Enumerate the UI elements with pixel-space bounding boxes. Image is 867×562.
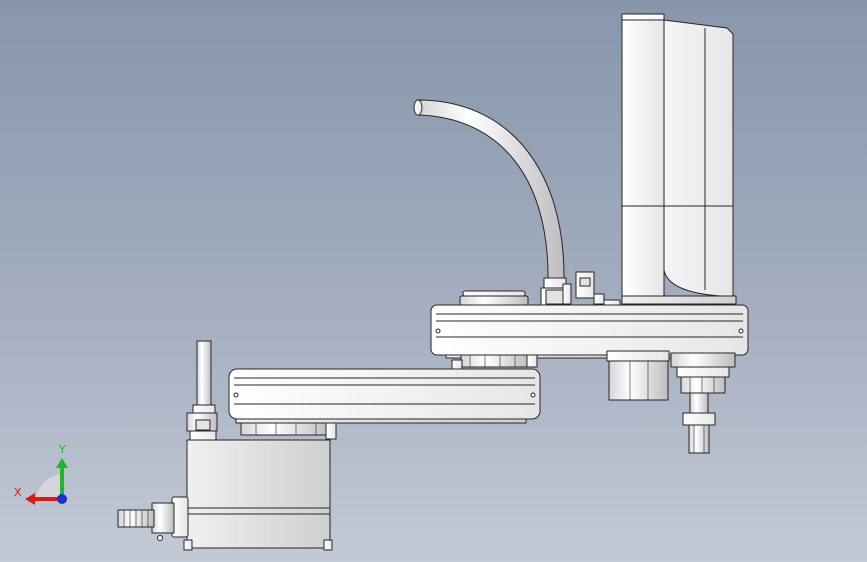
bolt-heads <box>157 328 744 541</box>
cable-fittings <box>540 271 621 307</box>
base-cable-connector <box>117 496 189 538</box>
coordinate-triad <box>25 458 68 505</box>
base-pedestal <box>240 422 337 440</box>
base-block <box>183 439 333 551</box>
y-axis-label: Y <box>59 443 66 456</box>
motor-housing <box>606 350 670 401</box>
vertical-post <box>186 340 218 442</box>
cable-conduit <box>413 99 565 281</box>
joint-2 <box>451 354 538 371</box>
spline-shaft <box>670 352 736 454</box>
robot-arm-2 <box>228 368 541 424</box>
robot-column <box>621 13 737 305</box>
robot-arm-1 <box>430 304 749 359</box>
joint-cap-top <box>459 290 529 307</box>
x-axis-label: X <box>14 486 22 499</box>
